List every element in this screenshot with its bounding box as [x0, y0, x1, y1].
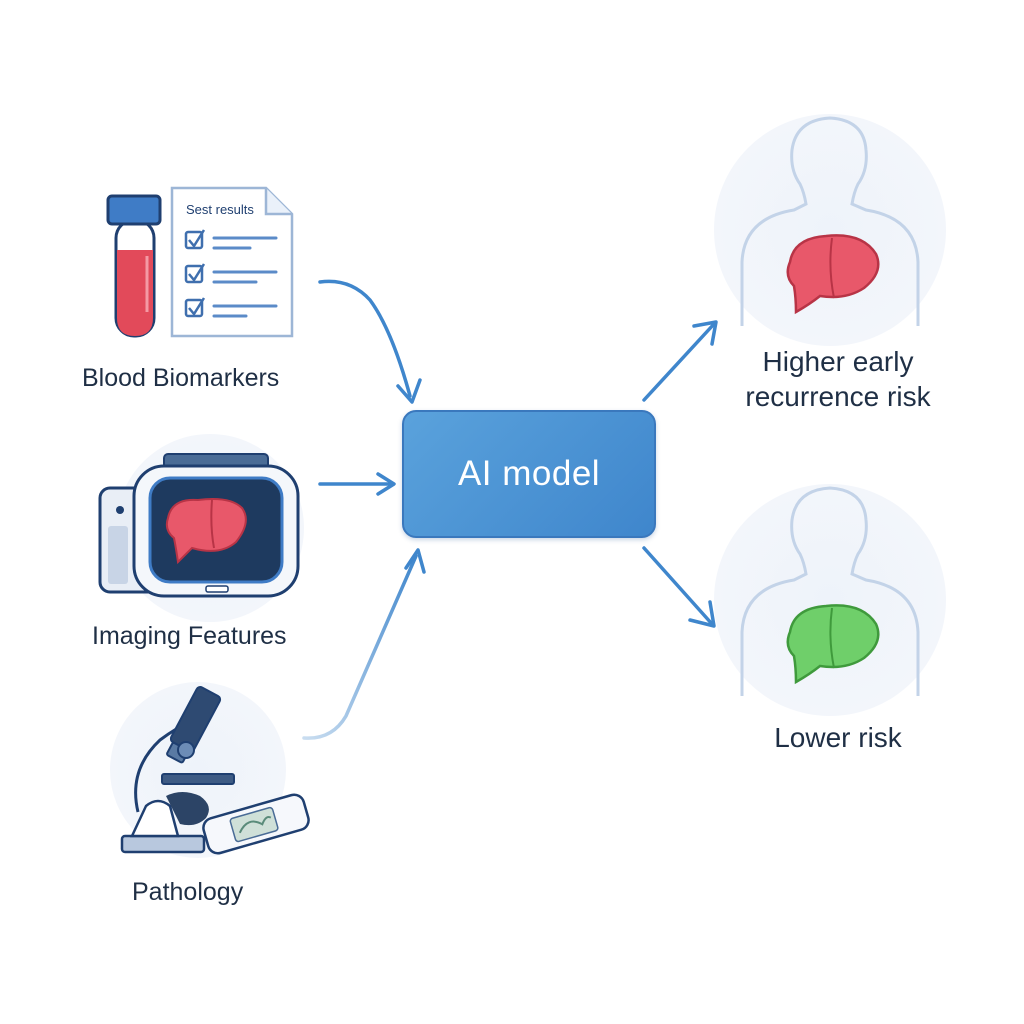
higher-halo	[714, 114, 946, 346]
arrow-model-to-lower	[642, 546, 716, 628]
report-title: Sest results	[186, 202, 254, 217]
person-silhouette-icon	[740, 486, 920, 696]
slide-icon	[202, 793, 310, 855]
test-report-icon	[170, 186, 294, 338]
imaging-scanner-icon	[98, 453, 300, 598]
arrow-model-to-higher	[642, 320, 718, 402]
blood-tube-icon	[106, 194, 162, 338]
arrow-blood-to-model	[318, 279, 422, 404]
ai-model-label: AI model	[457, 454, 601, 493]
ai-model-box: AI model	[402, 410, 656, 538]
lower-risk-label: Lower risk	[774, 722, 902, 753]
blood-biomarkers-label: Blood Biomarkers	[82, 364, 280, 392]
microscope-icon	[120, 686, 235, 854]
liver-icon	[786, 234, 880, 315]
person-silhouette-icon	[740, 116, 920, 326]
imaging-features-label: Imaging Features	[92, 622, 287, 650]
lower-halo	[714, 484, 946, 716]
arrow-pathology-to-model	[302, 548, 426, 740]
arrow-imaging-to-model	[318, 472, 396, 496]
higher-risk-label: Higher early recurrence risk	[745, 346, 931, 412]
liver-icon	[786, 604, 880, 685]
pathology-label: Pathology	[132, 878, 244, 906]
